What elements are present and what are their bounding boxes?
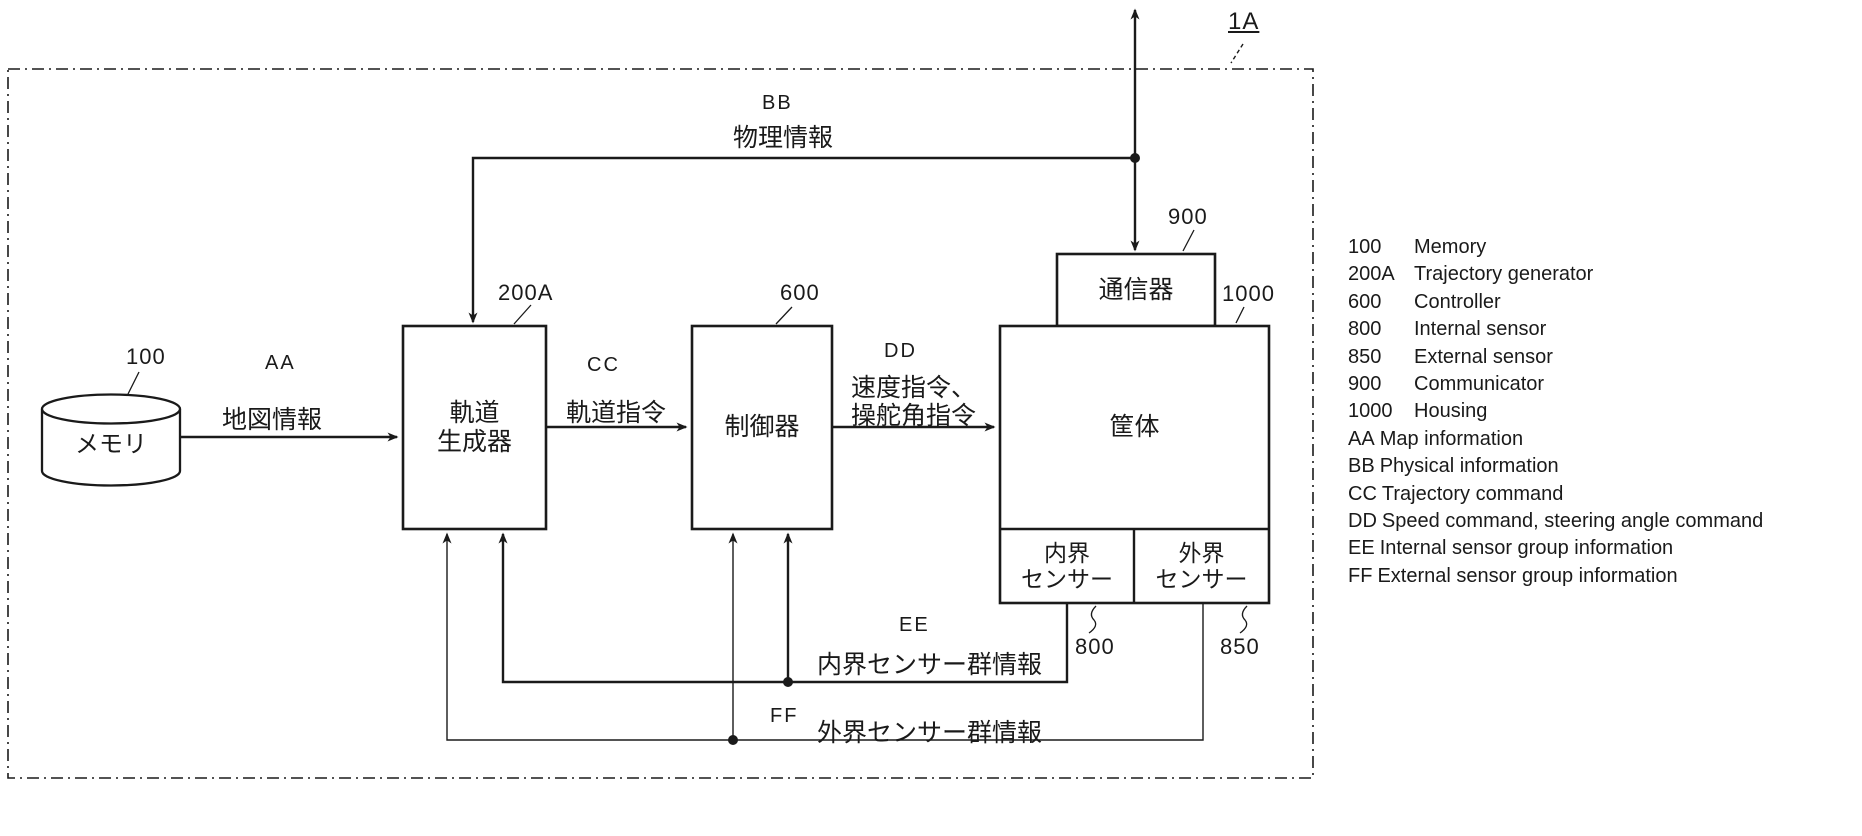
- legend-label: Speed command, steering angle command: [1381, 510, 1764, 533]
- dd-label-line2: 操舵角指令: [851, 402, 977, 430]
- bb-physical-information-arrow: [468, 156, 1135, 324]
- bb-code: BB: [762, 92, 793, 114]
- legend-code: AA: [1348, 427, 1375, 450]
- legend-code: 100: [1348, 236, 1382, 258]
- external-sensor-ref: 850: [1220, 634, 1260, 659]
- aa-label: 地図情報: [222, 406, 323, 434]
- trajectory-generator-ref: 200A: [498, 280, 554, 305]
- legend-row: 1000 Housing: [1348, 398, 1763, 425]
- trajectory-generator-label: 軌道 生成器: [436, 398, 512, 456]
- legend-label: Map information: [1379, 427, 1524, 450]
- legend-row: 900 Communicator: [1348, 371, 1763, 398]
- memory-ref-leader-line: [127, 371, 140, 395]
- legend-code: FF: [1348, 564, 1373, 587]
- reference-legend: 100 Memory 200A Trajectory generator 600 Cont…: [1348, 234, 1763, 590]
- legend-label: Memory: [1414, 236, 1487, 258]
- legend-code: 800: [1348, 318, 1382, 341]
- ee-internal-sensor-group-line: [498, 532, 1069, 687]
- communicator-ref: 900: [1168, 204, 1208, 229]
- communicator-label: 通信器: [1098, 275, 1174, 304]
- legend-row: 600 Controller: [1348, 289, 1763, 316]
- ff-external-sensor-group-line: [442, 532, 1204, 745]
- legend-label: Physical information: [1379, 455, 1559, 478]
- dd-label-line1: 速度指令、: [851, 374, 977, 402]
- internal-sensor-ref: 800: [1075, 634, 1115, 659]
- legend-code: 200A: [1348, 263, 1395, 286]
- aa-code: AA: [265, 352, 296, 374]
- controller-label: 制御器: [724, 413, 800, 441]
- external-sensor-ref-leader-line: [1239, 605, 1248, 634]
- legend-row: 800 Internal sensor: [1348, 316, 1763, 343]
- housing-ref-leader-line: [1235, 306, 1245, 324]
- legend-code: EE: [1348, 537, 1375, 560]
- ff-label: 外界センサー群情報: [817, 719, 1043, 747]
- cc-label: 軌道指令: [566, 399, 667, 427]
- bb-label: 物理情報: [733, 124, 834, 152]
- internal-sensor-label: 内界 センサー: [1021, 539, 1113, 592]
- communicator-box: [1055, 252, 1217, 328]
- legend-label: External sensor group information: [1377, 564, 1678, 587]
- housing-label: 筐体: [1109, 413, 1160, 441]
- legend-code: 850: [1348, 345, 1382, 368]
- legend-label: External sensor: [1414, 345, 1553, 368]
- legend-row: 100 Memory: [1348, 234, 1763, 261]
- legend-code: CC: [1348, 482, 1377, 505]
- memory-ref: 100: [126, 344, 166, 369]
- controller-ref: 600: [780, 280, 820, 305]
- controller-ref-leader-line: [775, 306, 793, 325]
- housing-ref: 1000: [1222, 281, 1275, 306]
- legend-code: 600: [1348, 290, 1382, 313]
- legend-label: Internal sensor: [1414, 318, 1547, 341]
- external-sensor-label: 外界 センサー: [1155, 539, 1248, 592]
- legend-row: 850 External sensor: [1348, 344, 1763, 371]
- internal-sensor-ref-leader-line: [1088, 605, 1097, 634]
- legend-label: Internal sensor group information: [1379, 537, 1674, 560]
- legend-code: BB: [1348, 455, 1375, 478]
- ee-code: EE: [899, 614, 930, 636]
- ee-label: 内界センサー群情報: [817, 651, 1043, 679]
- ff-junction-dot: [728, 735, 738, 745]
- memory-cylinder: [40, 393, 182, 487]
- trajectory-generator-ref-leader-line: [513, 304, 532, 325]
- legend-label: Communicator: [1414, 373, 1545, 396]
- ee-junction-dot: [783, 677, 793, 687]
- legend-label: Trajectory generator: [1414, 263, 1594, 286]
- legend-label: Controller: [1414, 290, 1501, 313]
- controller-box: [690, 324, 834, 531]
- communicator-ref-leader-line: [1182, 229, 1195, 252]
- legend-row: 200A Trajectory generator: [1348, 261, 1763, 288]
- legend-code: 900: [1348, 373, 1382, 396]
- figure-id-label: 1A: [1228, 8, 1260, 35]
- legend-label: Housing: [1414, 400, 1488, 423]
- dd-code: DD: [884, 340, 917, 362]
- memory-label: メモリ: [75, 431, 147, 459]
- ff-code: FF: [770, 705, 799, 727]
- legend-code: DD: [1348, 510, 1377, 533]
- cc-code: CC: [587, 354, 620, 376]
- legend-label: Trajectory command: [1381, 482, 1564, 505]
- figure-id-leader-line: [1230, 43, 1244, 64]
- external-link-line: [1130, 8, 1140, 252]
- system-boundary-dashed-box: [7, 68, 1314, 779]
- legend-code: 1000: [1348, 400, 1393, 423]
